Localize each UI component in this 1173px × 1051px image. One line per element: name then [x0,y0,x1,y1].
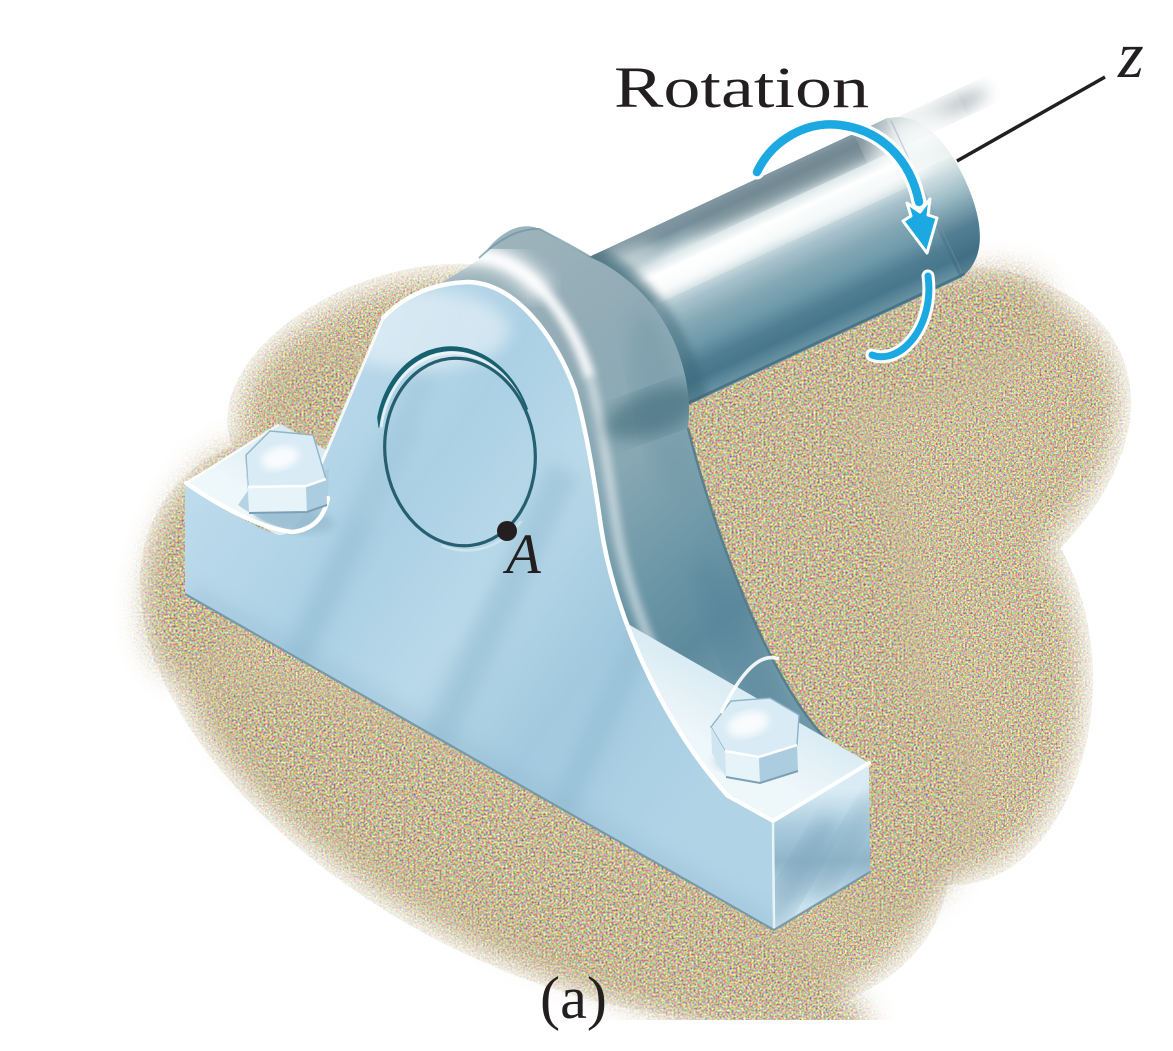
svg-text:Rotation: Rotation [614,55,869,120]
svg-text:z: z [1117,19,1144,92]
svg-text:(a): (a) [540,965,607,1031]
svg-text:A: A [502,523,542,586]
